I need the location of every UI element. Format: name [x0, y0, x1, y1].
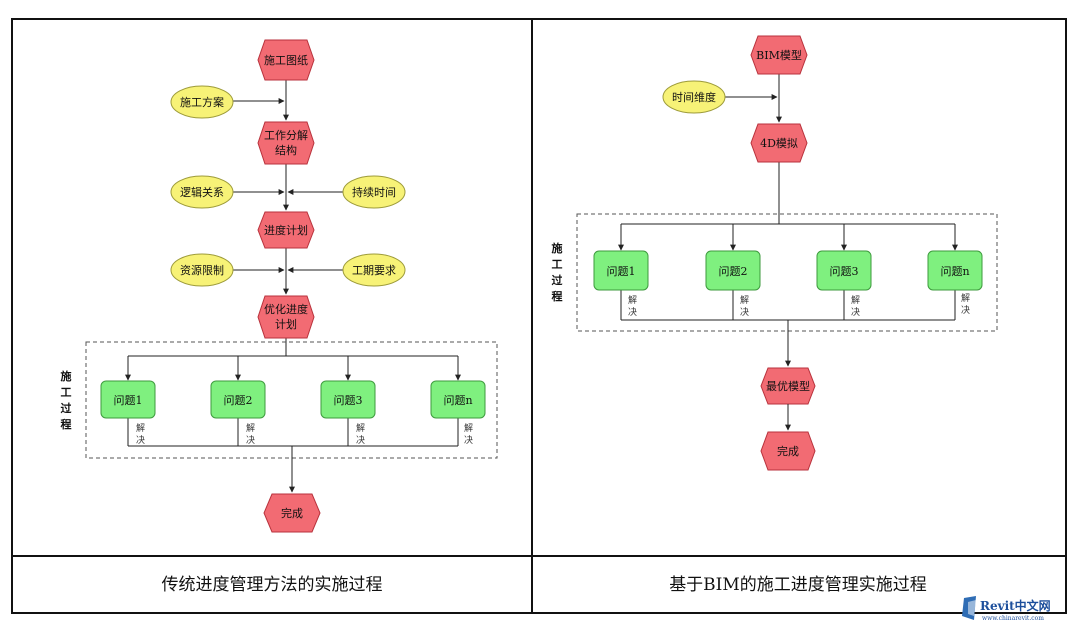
svg-text:问题1: 问题1: [607, 265, 636, 278]
svg-text:施工图纸: 施工图纸: [264, 54, 308, 67]
svg-text:工作分解: 工作分解: [264, 128, 308, 142]
svg-text:进度计划: 进度计划: [264, 223, 308, 237]
svg-text:问题n: 问题n: [940, 265, 969, 278]
svg-text:决: 决: [740, 306, 749, 318]
node-done: 完成: [760, 431, 816, 471]
svg-text:决: 决: [961, 304, 970, 316]
svg-text:解: 解: [356, 422, 365, 434]
svg-text:问题2: 问题2: [224, 394, 253, 407]
svg-text:完成: 完成: [281, 506, 303, 520]
solve-label: 解 决: [628, 294, 637, 318]
svg-text:问题1: 问题1: [114, 394, 143, 407]
svg-text:资源限制: 资源限制: [180, 263, 224, 277]
issue-box: 问题2: [705, 250, 761, 291]
left-caption: 传统进度管理方法的实施过程: [162, 575, 383, 595]
svg-text:解: 解: [246, 422, 255, 434]
issue-box: 问题1: [593, 250, 649, 291]
svg-text:决: 决: [464, 434, 473, 446]
node-optimal-model: 最优模型: [760, 367, 816, 405]
svg-text:决: 决: [356, 434, 365, 446]
issue-box: 问题3: [816, 250, 872, 291]
svg-text:持续时间: 持续时间: [352, 185, 396, 199]
svg-text:决: 决: [246, 434, 255, 446]
svg-text:解: 解: [740, 294, 749, 306]
solve-label: 解 决: [961, 292, 970, 316]
svg-text:问题3: 问题3: [334, 394, 363, 407]
input-time-dimension: 时间维度: [662, 80, 726, 114]
svg-text:结构: 结构: [275, 143, 297, 157]
svg-text:工期要求: 工期要求: [352, 264, 396, 277]
svg-text:解: 解: [628, 294, 637, 306]
right-caption: 基于BIM的施工进度管理实施过程: [669, 575, 927, 595]
right-panel: BIM模型 时间维度 4D模拟 施 工 过 程 问题1: [552, 35, 998, 595]
outer-frame: [11, 18, 1067, 614]
node-schedule: 进度计划: [257, 211, 315, 249]
node-done: 完成: [263, 493, 321, 533]
svg-text:逻辑关系: 逻辑关系: [180, 185, 224, 199]
solve-label: 解 决: [136, 422, 145, 446]
node-drawings: 施工图纸: [257, 39, 315, 81]
svg-text:工: 工: [552, 258, 563, 271]
svg-text:优化进度: 优化进度: [264, 302, 308, 316]
solve-label: 解 决: [356, 422, 365, 446]
svg-text:4D模拟: 4D模拟: [760, 136, 798, 150]
svg-text:过: 过: [552, 273, 563, 287]
node-optimized-schedule: 优化进度 计划: [257, 295, 315, 339]
solve-label: 解 决: [740, 294, 749, 318]
svg-text:解: 解: [136, 422, 145, 434]
svg-text:完成: 完成: [777, 444, 799, 458]
node-4d-simulation: 4D模拟: [750, 123, 808, 163]
left-panel: 施工图纸 工作分解 结构 进度计划 优化进度 计划 完成 施工方案 逻辑关系: [61, 39, 498, 595]
input-logic: 逻辑关系: [170, 175, 234, 209]
svg-text:问题3: 问题3: [830, 265, 859, 278]
input-plan: 施工方案: [170, 85, 234, 119]
svg-text:施: 施: [61, 369, 72, 383]
input-duration: 持续时间: [342, 175, 406, 209]
svg-text:解: 解: [464, 422, 473, 434]
process-side-label: 施 工 过 程: [552, 241, 563, 303]
solve-label: 解 决: [851, 294, 860, 318]
issue-box: 问题n: [927, 250, 983, 291]
svg-text:问题n: 问题n: [443, 394, 472, 407]
issue-box: 问题3: [320, 380, 376, 419]
svg-text:问题2: 问题2: [719, 265, 748, 278]
input-deadline: 工期要求: [342, 253, 406, 287]
svg-text:过: 过: [61, 401, 72, 415]
watermark-brand: Revit中文网: [980, 598, 1051, 613]
svg-text:解: 解: [961, 292, 970, 304]
process-group: [576, 213, 998, 332]
svg-text:决: 决: [851, 306, 860, 318]
issue-box: 问题n: [430, 380, 486, 419]
svg-text:施工方案: 施工方案: [180, 95, 224, 109]
svg-text:解: 解: [851, 294, 860, 306]
svg-text:决: 决: [628, 306, 637, 318]
svg-text:程: 程: [552, 289, 563, 303]
issue-box: 问题2: [210, 380, 266, 419]
svg-text:时间维度: 时间维度: [672, 90, 716, 104]
input-resources: 资源限制: [170, 253, 234, 287]
svg-text:施: 施: [552, 241, 563, 255]
svg-text:计划: 计划: [275, 318, 297, 331]
svg-text:最优模型: 最优模型: [766, 379, 810, 393]
solve-label: 解 决: [246, 422, 255, 446]
watermark-url: www.chinarevit.com: [982, 615, 1044, 622]
node-wbs: 工作分解 结构: [257, 121, 315, 165]
process-side-label: 施 工 过 程: [61, 369, 72, 431]
process-group: [85, 341, 498, 459]
svg-text:BIM模型: BIM模型: [756, 48, 802, 62]
revit-watermark: Revit中文网 www.chinarevit.com: [962, 594, 1074, 624]
svg-text:工: 工: [61, 386, 72, 399]
solve-label: 解 决: [464, 422, 473, 446]
issue-box: 问题1: [100, 380, 156, 419]
svg-text:程: 程: [61, 417, 72, 431]
svg-text:决: 决: [136, 434, 145, 446]
node-bim-model: BIM模型: [750, 35, 808, 75]
